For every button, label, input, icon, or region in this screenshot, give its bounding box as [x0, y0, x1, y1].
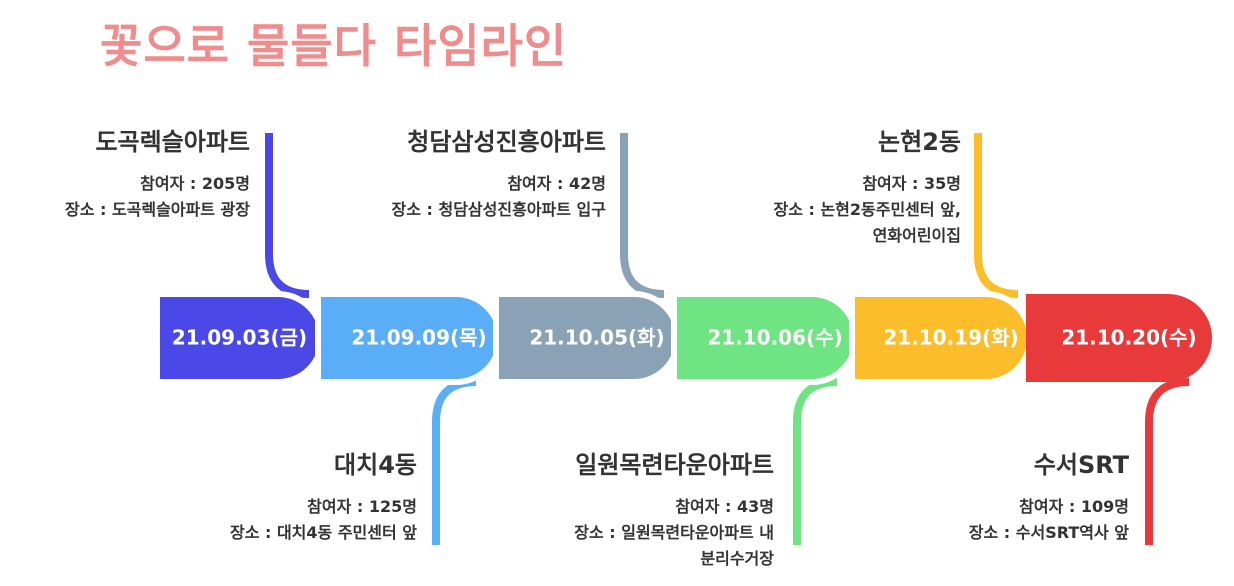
event-name: 일원목련타운아파트	[575, 451, 774, 479]
timeline-connector-5	[974, 133, 1019, 298]
event-name: 수서SRT	[1033, 451, 1129, 479]
event-name: 도곡렉슬아파트	[95, 128, 250, 156]
timeline-dates: 21.10.20(수) 21.10.19(화) 21.10.06(수) 21.10.0…	[172, 326, 1197, 350]
event-place-continued: 분리수거장	[700, 549, 774, 568]
event-participants: 참여자 : 109명	[1019, 497, 1129, 516]
event-place: 장소 : 도곡렉슬아파트 광장	[64, 200, 250, 219]
page-title: 꽃으로 물들다 타임라인	[100, 19, 568, 73]
event-participants: 참여자 : 205명	[140, 174, 250, 193]
timeline-connector-1	[265, 133, 310, 298]
timeline-connector-6	[1145, 378, 1190, 545]
event-place: 장소 : 논현2동주민센터 앞,	[773, 200, 961, 219]
event-card-6: 수서SRT 참여자 : 109명 장소 : 수서SRT역사 앞	[969, 445, 1129, 546]
event-place: 장소 : 일원목련타운아파트 내	[574, 523, 774, 542]
event-card-3: 청담삼성진흥아파트 참여자 : 42명 장소 : 청담삼성진흥아파트 입구	[392, 122, 606, 223]
event-name: 논현2동	[878, 128, 961, 156]
timeline-connector-3	[620, 133, 665, 298]
event-date-2: 21.09.09(목)	[351, 326, 486, 350]
timeline-connectors	[265, 133, 1190, 545]
event-name: 청담삼성진흥아파트	[407, 128, 606, 156]
timeline-segments	[154, 291, 1212, 385]
event-card-5: 논현2동 참여자 : 35명 장소 : 논현2동주민센터 앞, 연화어린이집	[773, 122, 961, 249]
event-place: 장소 : 수서SRT역사 앞	[968, 523, 1129, 542]
event-date-6: 21.10.20(수)	[1061, 326, 1196, 350]
event-participants: 참여자 : 43명	[675, 497, 774, 516]
event-participants: 참여자 : 42명	[507, 174, 606, 193]
event-date-3: 21.10.05(화)	[529, 326, 664, 350]
event-card-4: 일원목련타운아파트 참여자 : 43명 장소 : 일원목련타운아파트 내 분리수…	[574, 445, 774, 572]
event-date-5: 21.10.19(화)	[883, 326, 1018, 350]
timeline-connector-2	[432, 378, 477, 545]
event-place-continued: 연화어린이집	[872, 226, 961, 245]
event-date-1: 21.09.03(금)	[172, 326, 307, 350]
event-card-1: 도곡렉슬아파트 참여자 : 205명 장소 : 도곡렉슬아파트 광장	[65, 122, 250, 223]
event-participants: 참여자 : 35명	[862, 174, 961, 193]
event-name: 대치4동	[334, 451, 417, 479]
event-place: 장소 : 청담삼성진흥아파트 입구	[391, 200, 606, 219]
timeline-segment-6	[1026, 294, 1212, 382]
event-card-2: 대치4동 참여자 : 125명 장소 : 대치4동 주민센터 앞	[230, 445, 417, 546]
event-place: 장소 : 대치4동 주민센터 앞	[229, 523, 417, 542]
event-date-4: 21.10.06(수)	[707, 326, 842, 350]
timeline-connector-4	[793, 378, 838, 545]
event-participants: 참여자 : 125명	[307, 497, 417, 516]
